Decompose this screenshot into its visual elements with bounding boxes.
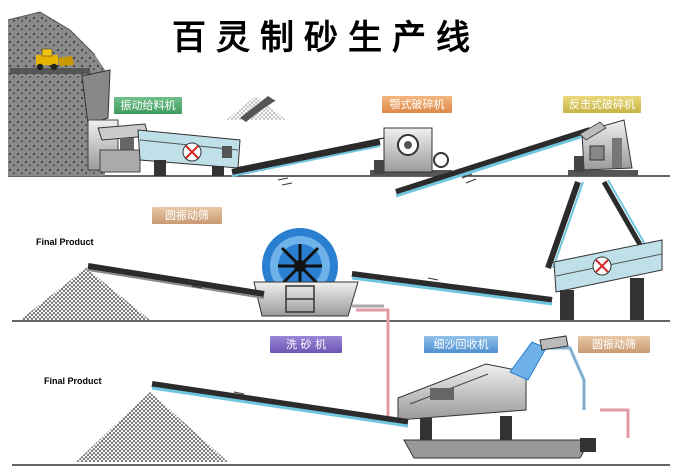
final-product-pile-bottom xyxy=(76,392,228,462)
conveyor-to-jaw xyxy=(231,137,385,177)
label-impact-crusher: 反击式破碎机 xyxy=(563,96,641,113)
label-vibrating-feeder: 振动给料机 xyxy=(114,97,182,114)
conveyor-to-impact xyxy=(395,127,591,198)
conveyor-screen-to-washer xyxy=(351,271,553,306)
fine-sand-recycler xyxy=(397,335,596,459)
loader-icon xyxy=(36,48,74,71)
final-product-label-top: Final Product xyxy=(36,237,94,247)
conveyor-impact-to-screen xyxy=(545,179,647,269)
circular-screen-top xyxy=(137,129,241,176)
label-circular-screen-top: 圆振动筛 xyxy=(152,207,222,224)
jaw-crusher xyxy=(370,127,452,176)
conveyor-recycler-to-product xyxy=(151,381,409,428)
ground-lines xyxy=(8,175,670,466)
impact-crusher xyxy=(568,119,638,176)
flow-arrows xyxy=(277,173,477,286)
final-product-label-bottom: Final Product xyxy=(44,376,102,386)
label-jaw-crusher: 颚式破碎机 xyxy=(382,96,452,113)
label-circular-screen-bottom: 圆振动筛 xyxy=(578,336,650,353)
label-fine-sand-recycler: 细沙回收机 xyxy=(424,336,498,353)
page-title: 百灵制砂生产线 xyxy=(172,18,480,58)
vibrating-feeder xyxy=(97,123,149,173)
quarry-cliff xyxy=(7,11,105,176)
circular-screen-mid xyxy=(553,239,663,320)
label-sand-washer: 洗 砂 机 xyxy=(270,336,342,353)
final-product-pile-mid xyxy=(20,268,150,320)
conveyor-washer-to-product xyxy=(87,263,265,299)
sand-washer xyxy=(253,228,359,317)
stock-pile-top xyxy=(226,96,286,122)
